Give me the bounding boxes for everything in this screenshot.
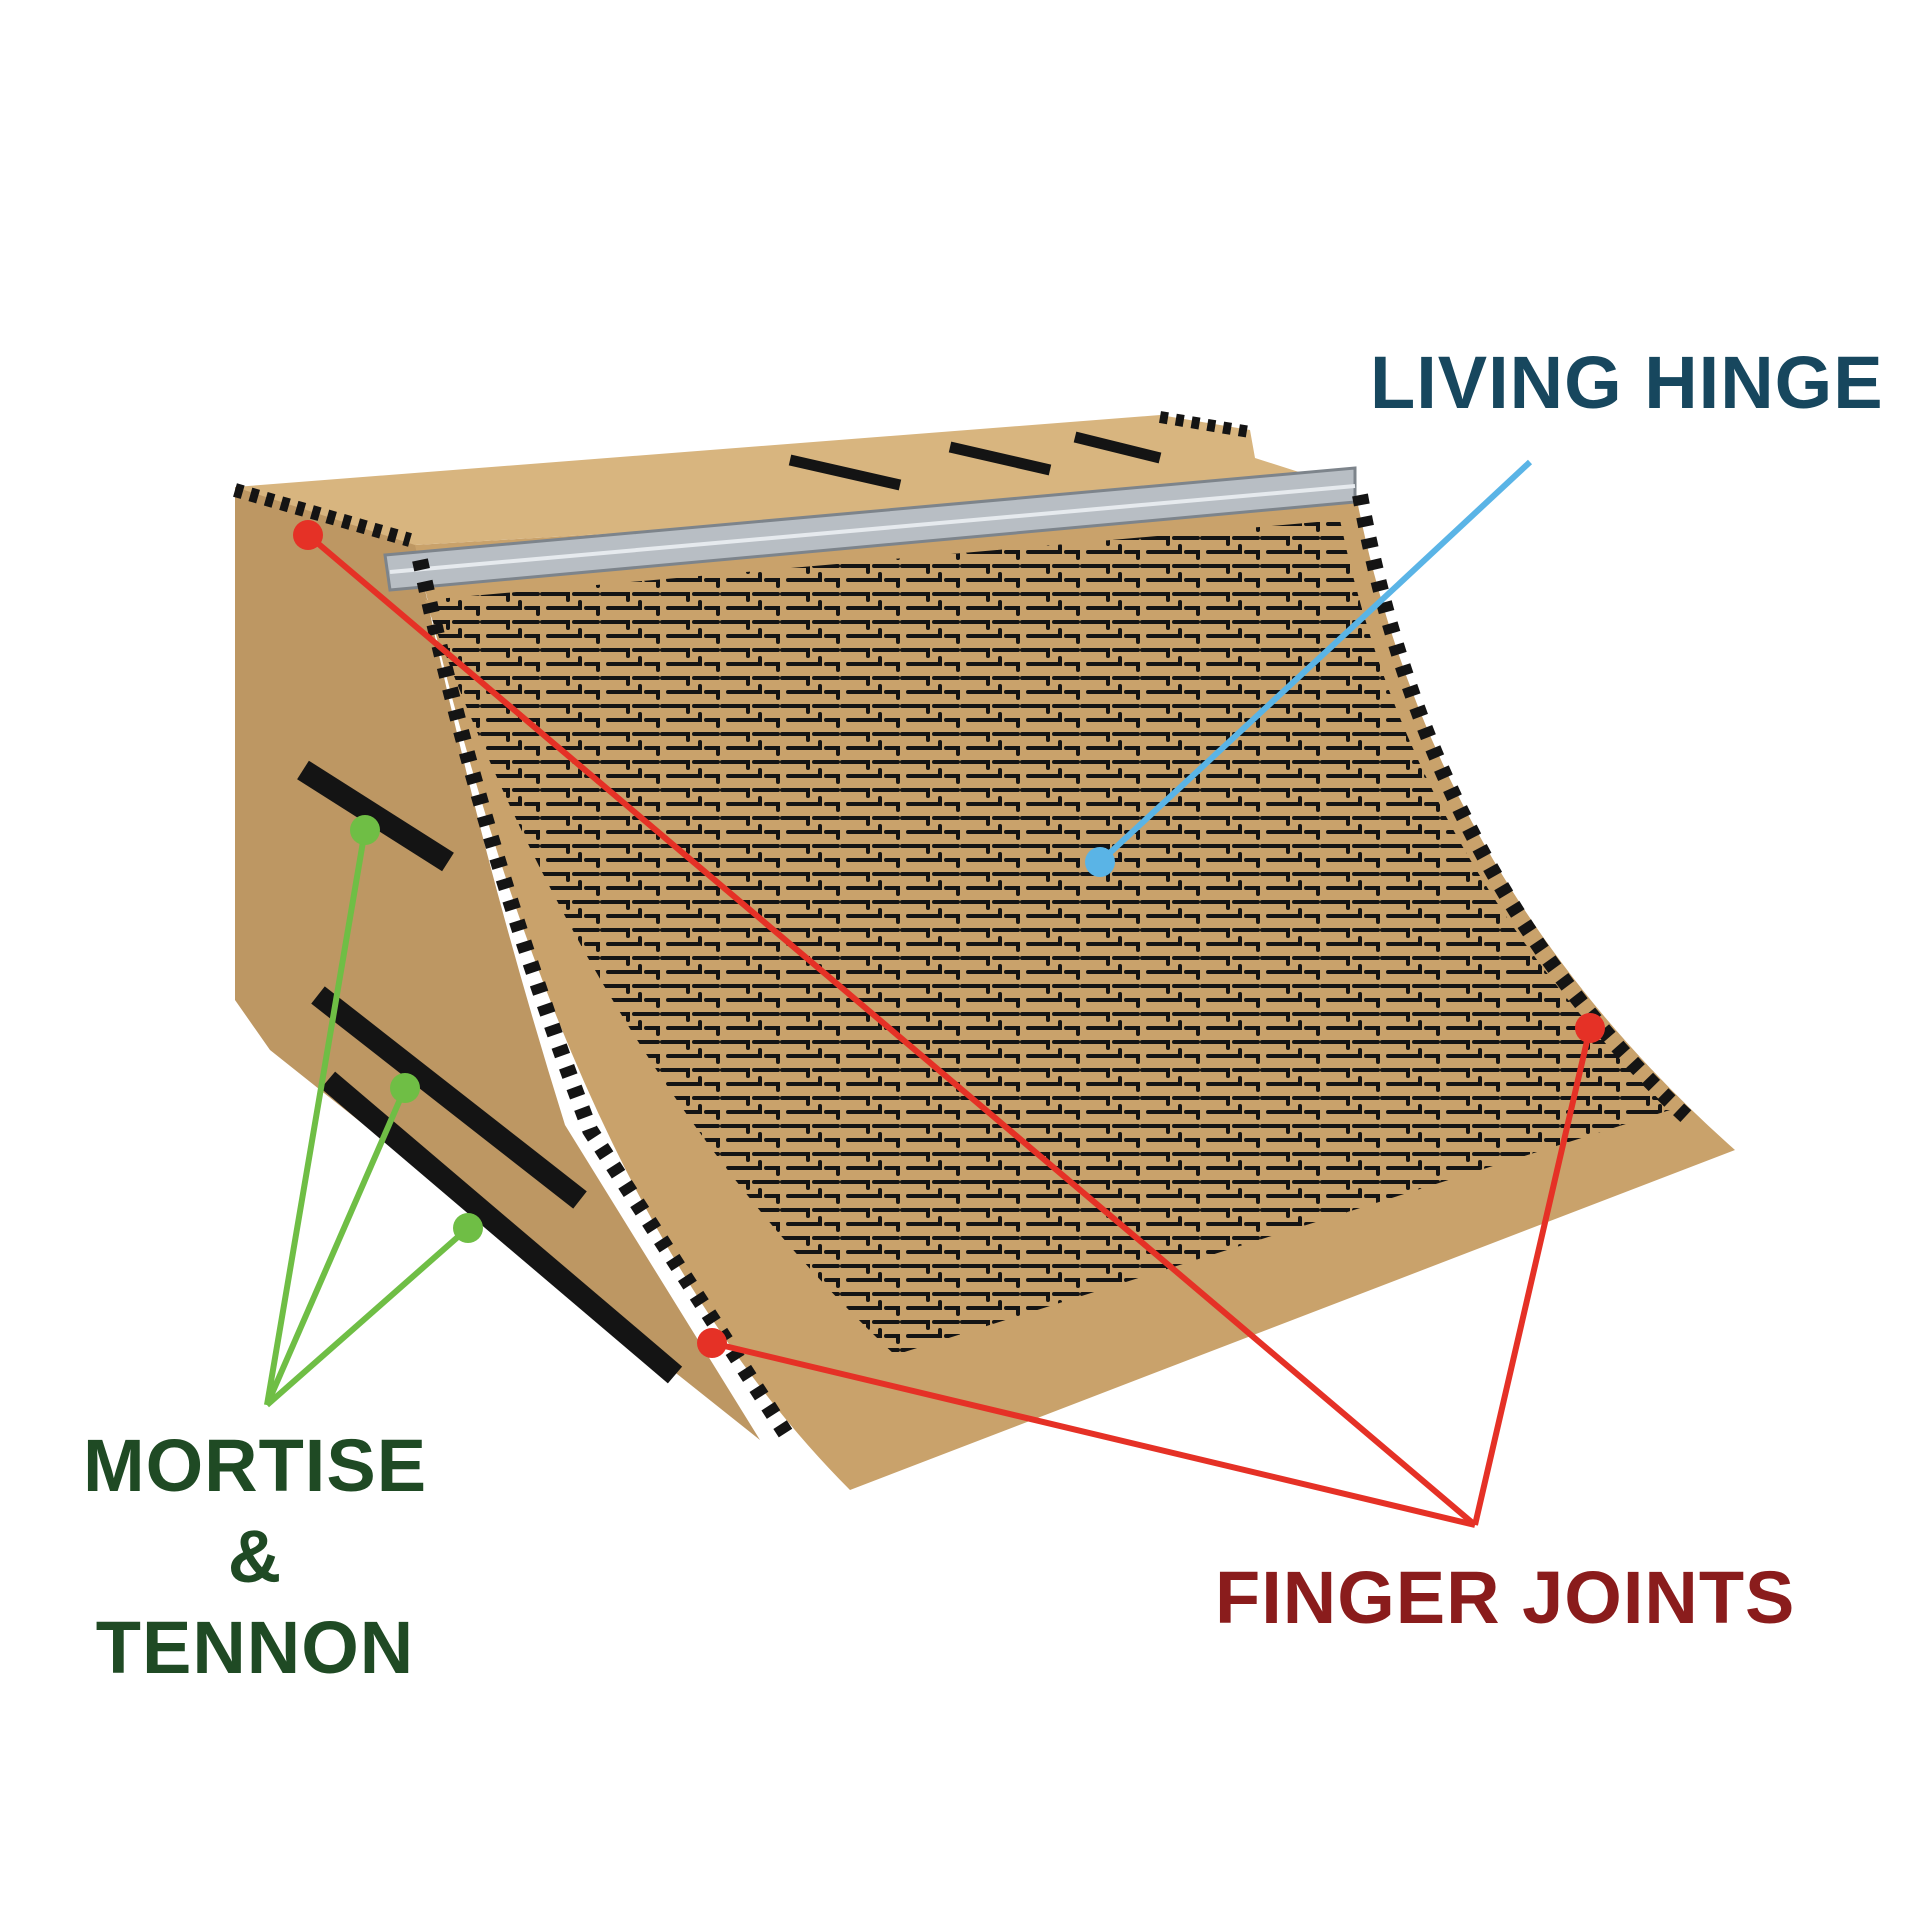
side-panel [235,487,760,1440]
finger-joints-label: FINGER JOINTS [1215,1556,1796,1639]
finger-joints-callout [306,532,1593,1528]
living-hinge-label: LIVING HINGE [1370,341,1884,424]
finger-joint-edge-curve [412,558,797,1445]
living-hinge-area [425,520,1670,1355]
mortise-tennon-label: MORTISE & TENNON [70,1420,440,1693]
mortise-label-line2: & [227,1515,283,1598]
mortise-callout [264,829,470,1408]
mortise-dots [350,815,483,1243]
mortise-label-line1: MORTISE [82,1424,428,1507]
coping-highlight [389,484,1356,574]
hinge-marker-dot [1085,847,1115,877]
deck-slots [788,431,1162,491]
finger-joint-edge-right [1352,493,1696,1126]
finger-joint-dots [293,520,1605,1358]
top-deck [235,415,1355,545]
living-hinge-callout [1085,459,1533,877]
mortise-label-line3: TENNON [95,1606,415,1689]
finger-joint-edge-top [233,483,412,547]
